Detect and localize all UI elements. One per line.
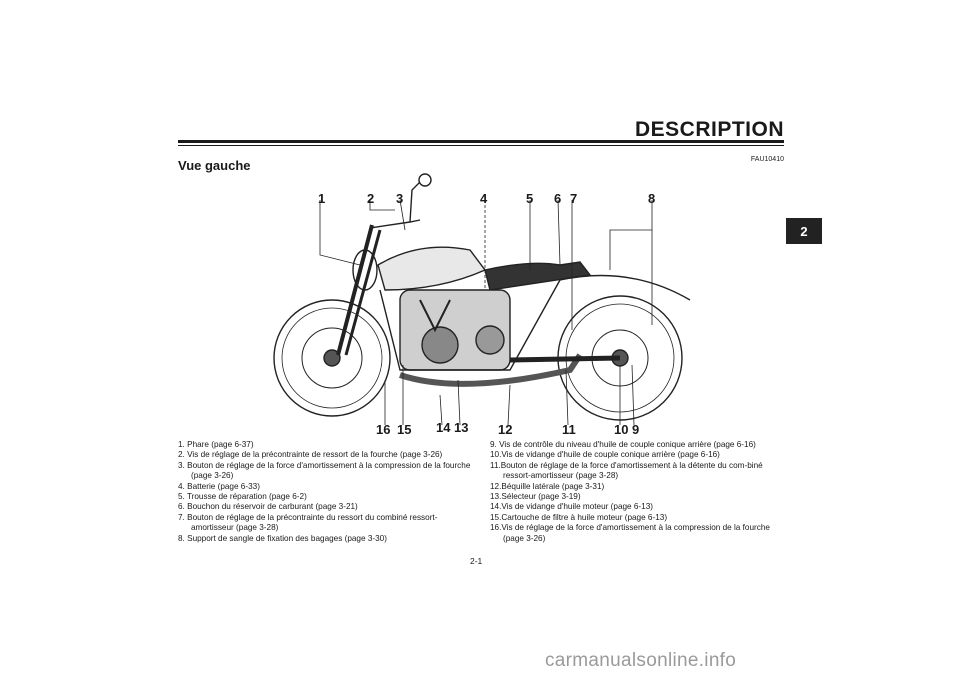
callout-9: 9 [632, 423, 639, 436]
page-title: DESCRIPTION [635, 118, 784, 142]
watermark: carmanualsonline.info [545, 650, 736, 672]
legend-item: 15.Cartouche de filtre à huile moteur (p… [490, 513, 790, 523]
legend-item: 11.Bouton de réglage de la force d'amort… [490, 461, 790, 482]
legend-item: 1. Phare (page 6-37) [178, 440, 478, 450]
legend-item: 12.Béquille latérale (page 3-31) [490, 482, 790, 492]
callout-11: 11 [562, 423, 576, 436]
motorcycle-illustration [260, 170, 700, 440]
callout-6: 6 [554, 192, 561, 205]
legend-item: 13.Sélecteur (page 3-19) [490, 492, 790, 502]
callout-12: 12 [498, 423, 512, 436]
section-subtitle: Vue gauche [178, 158, 250, 173]
reference-code: FAU10410 [751, 156, 784, 163]
title-rule-thin [178, 145, 784, 146]
callout-7: 7 [570, 192, 577, 205]
legend-item: 10.Vis de vidange d'huile de couple coni… [490, 450, 790, 460]
legend-item: 7. Bouton de réglage de la précontrainte… [178, 513, 478, 534]
callout-13: 13 [454, 421, 468, 434]
page-number: 2-1 [470, 556, 482, 566]
legend-item: 5. Trousse de réparation (page 6-2) [178, 492, 478, 502]
legend-item: 16.Vis de réglage de la force d'amortiss… [490, 523, 790, 544]
legend-list-left: 1. Phare (page 6-37) 2. Vis de réglage d… [178, 440, 478, 544]
legend-item: 4. Batterie (page 6-33) [178, 482, 478, 492]
title-rule-thick [178, 140, 784, 143]
callout-16: 16 [376, 423, 390, 436]
legend-item: 3. Bouton de réglage de la force d'amort… [178, 461, 478, 482]
callout-14: 14 [436, 421, 450, 434]
legend-item: 8. Support de sangle de fixation des bag… [178, 534, 478, 544]
callout-3: 3 [396, 192, 403, 205]
legend-item: 9. Vis de contrôle du niveau d'huile de … [490, 440, 790, 450]
legend-item: 14.Vis de vidange d'huile moteur (page 6… [490, 502, 790, 512]
legend-item: 6. Bouchon du réservoir de carburant (pa… [178, 502, 478, 512]
callout-5: 5 [526, 192, 533, 205]
callout-10: 10 [614, 423, 628, 436]
callout-4: 4 [480, 192, 487, 205]
callout-2: 2 [367, 192, 374, 205]
legend-item: 2. Vis de réglage de la précontrainte de… [178, 450, 478, 460]
callout-8: 8 [648, 192, 655, 205]
callout-15: 15 [397, 423, 411, 436]
callout-1: 1 [318, 192, 325, 205]
legend-list-right: 9. Vis de contrôle du niveau d'huile de … [490, 440, 790, 544]
chapter-tab: 2 [786, 218, 822, 244]
